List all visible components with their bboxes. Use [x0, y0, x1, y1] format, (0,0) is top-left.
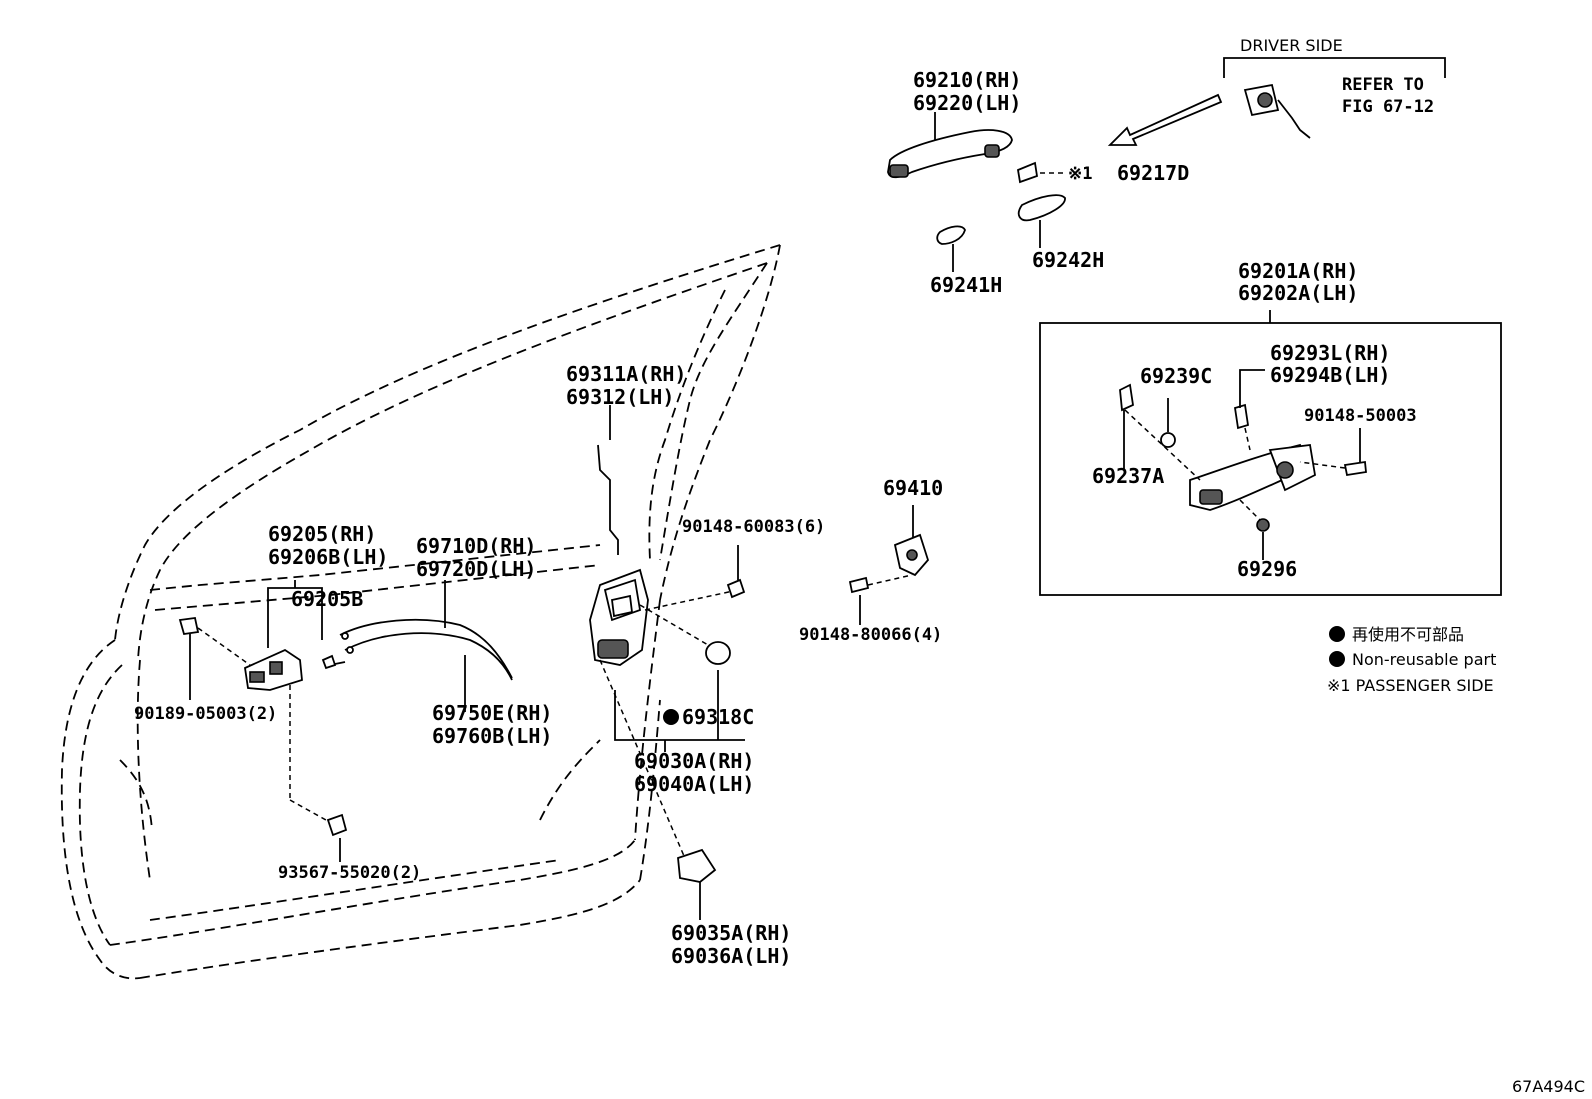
washer-69318c — [705, 641, 731, 665]
door-striker — [677, 848, 717, 920]
handle-pad-rear — [936, 225, 966, 272]
label-69201a: 69201A(RH) — [1238, 259, 1358, 283]
label-69760b: 69760B(LH) — [432, 724, 552, 748]
label-69410: 69410 — [883, 476, 943, 500]
label-93567: 93567-55020(2) — [278, 863, 421, 883]
label-69241h: 69241H — [930, 273, 1002, 297]
label-69237a: 69237A — [1092, 464, 1164, 488]
label-69206b: 69206B(LH) — [268, 545, 388, 569]
label-90148-60083: 90148-60083(6) — [682, 517, 825, 537]
label-69242h: 69242H — [1032, 248, 1104, 272]
label-69035a: 69035A(RH) — [671, 921, 791, 945]
label-69239c: 69239C — [1140, 364, 1212, 388]
striker-bracket — [848, 505, 930, 625]
label-69220: 69220(LH) — [913, 91, 1021, 115]
label-69311a: 69311A(RH) — [566, 362, 686, 386]
label-fig: FIG 67-12 — [1342, 97, 1434, 117]
inside-handle — [178, 580, 348, 862]
label-69720d: 69720D(LH) — [416, 557, 536, 581]
nonreusable-dot-69318c — [663, 709, 679, 725]
handle-pad-front — [1017, 194, 1066, 248]
legend-nonreusable-en: Non-reusable part — [1352, 650, 1496, 669]
label-69293l: 69293L(RH) — [1270, 341, 1390, 365]
label-69710d: 69710D(RH) — [416, 534, 536, 558]
driver-side-arrow — [1107, 93, 1223, 146]
label-69294b: 69294B(LH) — [1270, 363, 1390, 387]
label-69202a: 69202A(LH) — [1238, 281, 1358, 305]
label-90148-50003: 90148-50003 — [1304, 406, 1417, 426]
bolt-90148-60083 — [726, 545, 746, 599]
control-rod — [597, 405, 619, 555]
label-69040a: 69040A(LH) — [634, 772, 754, 796]
label-90189: 90189-05003(2) — [134, 704, 277, 724]
handle-cap — [1016, 161, 1065, 184]
label-69210: 69210(RH) — [913, 68, 1021, 92]
outer-handle — [887, 112, 1013, 179]
label-69205: 69205(RH) — [268, 522, 376, 546]
handle-frame-box — [1039, 310, 1502, 596]
label-69217d: 69217D — [1117, 161, 1189, 185]
label-69750e: 69750E(RH) — [432, 701, 552, 725]
label-69312: 69312(LH) — [566, 385, 674, 409]
lock-cables — [339, 580, 513, 712]
label-69318c: 69318C — [682, 705, 754, 729]
label-refer-to: REFER TO — [1342, 75, 1424, 95]
door-lock-assembly — [589, 568, 745, 871]
label-69036a: 69036A(LH) — [671, 944, 791, 968]
legend-dot-en — [1329, 651, 1345, 667]
label-mark-ref: ※1 — [1068, 164, 1092, 184]
door-outline — [60, 244, 781, 980]
label-90148-80066: 90148-80066(4) — [799, 625, 942, 645]
label-69296: 69296 — [1237, 557, 1297, 581]
legend-nonreusable-jp: 再使用不可部品 — [1352, 625, 1464, 644]
label-driver-side: DRIVER SIDE — [1240, 36, 1343, 55]
legend: 再使用不可部品 Non-reusable part ※1 PASSENGER S… — [1327, 625, 1496, 695]
handle-frame-assembly — [1119, 369, 1367, 560]
driver-side-bracket — [1223, 57, 1446, 139]
label-69030a: 69030A(RH) — [634, 749, 754, 773]
figure-id: 67A494C — [1512, 1077, 1585, 1096]
legend-dot-jp — [1329, 626, 1345, 642]
legend-passenger-side: ※1 PASSENGER SIDE — [1327, 676, 1494, 695]
label-69205b: 69205B — [291, 587, 363, 611]
